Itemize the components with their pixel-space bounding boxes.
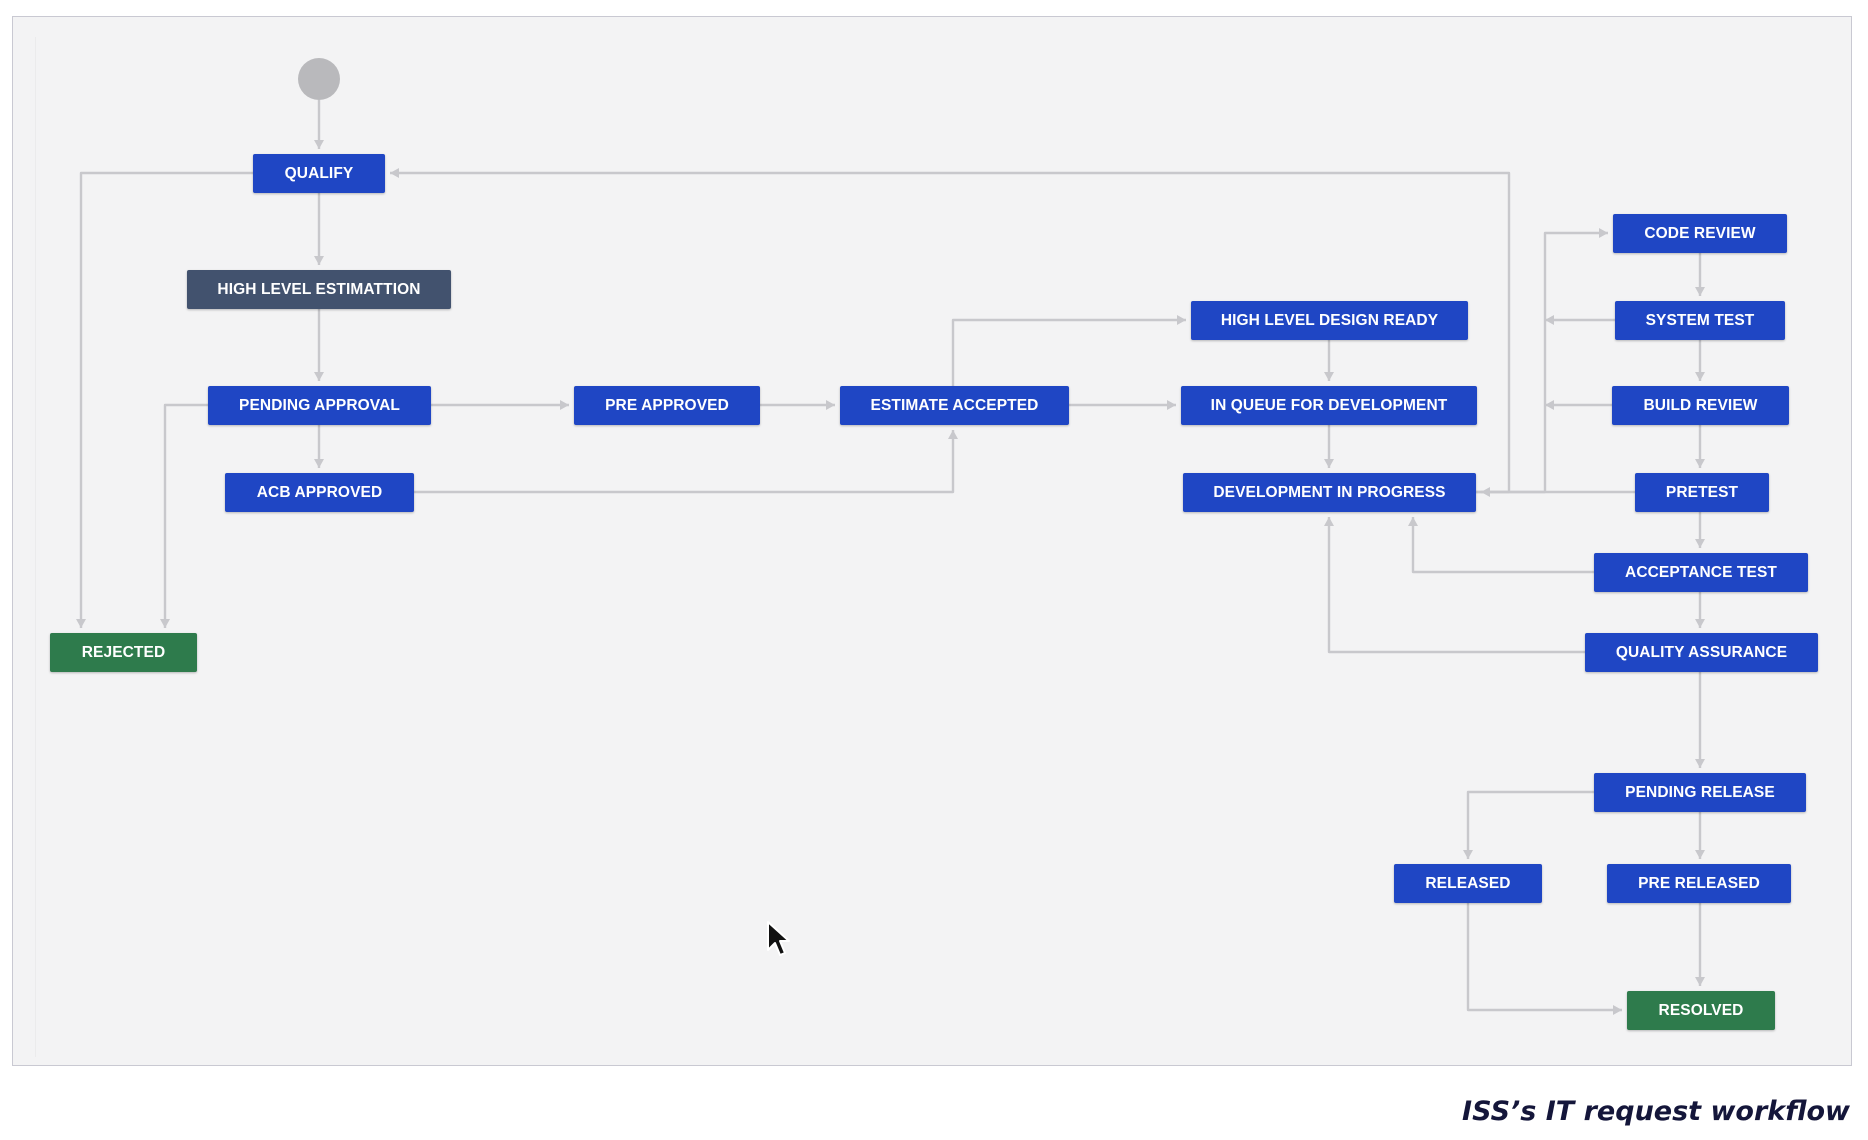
status-estimate-accepted[interactable]: ESTIMATE ACCEPTED xyxy=(840,386,1069,425)
status-system-test[interactable]: SYSTEM TEST xyxy=(1615,301,1785,340)
status-pending-approval[interactable]: PENDING APPROVAL xyxy=(208,386,431,425)
status-high-level-design-ready[interactable]: HIGH LEVEL DESIGN READY xyxy=(1191,301,1468,340)
status-label: HIGH LEVEL DESIGN READY xyxy=(1220,311,1439,329)
status-qualify[interactable]: QUALIFY xyxy=(253,154,385,193)
transition-high-level-estimattion-to-pending-approval xyxy=(314,309,324,381)
workflow-diagram-canvas: QUALIFY HIGH LEVEL ESTIMATTION PENDING APP… xyxy=(12,16,1852,1066)
transition-pending-approval-to-acb-approved xyxy=(314,425,324,468)
transition-system-test-to-development-in-progress xyxy=(1545,315,1615,325)
status-label: REJECTED xyxy=(81,643,166,661)
transition-development-in-progress-to-code-review xyxy=(1476,228,1608,494)
transition-qualify-to-high-level-estimattion xyxy=(314,193,324,265)
start-node xyxy=(298,58,340,100)
transition-start-to-qualify xyxy=(314,100,324,149)
status-quality-assurance[interactable]: QUALITY ASSURANCE xyxy=(1585,633,1818,672)
status-label: ESTIMATE ACCEPTED xyxy=(870,396,1039,414)
transition-pre-approved-to-estimate-accepted xyxy=(760,400,835,410)
status-pre-approved[interactable]: PRE APPROVED xyxy=(574,386,760,425)
transition-quality-assurance-to-pending-release xyxy=(1695,672,1705,768)
transition-estimate-accepted-to-high-level-design-ready xyxy=(951,315,1186,386)
status-label: IN QUEUE FOR DEVELOPMENT xyxy=(1210,396,1448,414)
transition-quality-assurance-to-development-in-progress xyxy=(1324,517,1585,654)
status-released[interactable]: RELEASED xyxy=(1394,864,1542,903)
status-pending-release[interactable]: PENDING RELEASE xyxy=(1594,773,1806,812)
transition-acceptance-test-to-development-in-progress xyxy=(1408,517,1594,574)
transition-pending-release-to-released xyxy=(1463,790,1594,859)
transition-build-review-to-pretest xyxy=(1695,425,1705,468)
status-label: BUILD REVIEW xyxy=(1643,396,1758,414)
status-label: QUALIFY xyxy=(284,164,354,182)
transition-acceptance-test-to-quality-assurance xyxy=(1695,592,1705,628)
transition-released-to-resolved xyxy=(1466,903,1622,1015)
canvas-divider xyxy=(35,37,36,1057)
transition-build-review-to-development-in-progress xyxy=(1545,400,1612,410)
status-label: SYSTEM TEST xyxy=(1645,311,1755,329)
transition-estimate-accepted-to-in-queue-for-development xyxy=(1069,400,1176,410)
transition-qualify-to-rejected xyxy=(76,171,253,628)
transition-pretest-to-development-in-progress xyxy=(1481,487,1635,497)
status-label: ACB APPROVED xyxy=(256,483,383,501)
status-label: RESOLVED xyxy=(1658,1001,1744,1019)
transition-connectors xyxy=(76,100,1705,1015)
transition-pending-approval-to-pre-approved xyxy=(431,400,569,410)
status-label: ACCEPTANCE TEST xyxy=(1625,563,1777,581)
transition-pending-release-to-pre-released xyxy=(1695,812,1705,859)
status-pre-released[interactable]: PRE RELEASED xyxy=(1607,864,1791,903)
status-label: HIGH LEVEL ESTIMATTION xyxy=(217,280,421,298)
status-code-review[interactable]: CODE REVIEW xyxy=(1613,214,1787,253)
status-label: PENDING APPROVAL xyxy=(239,396,400,414)
mouse-pointer-icon xyxy=(767,921,790,956)
transition-pretest-to-acceptance-test xyxy=(1695,512,1705,548)
status-label: CODE REVIEW xyxy=(1644,224,1756,242)
transition-in-queue-for-development-to-development-in-progress xyxy=(1324,425,1334,468)
figure-caption: ISS’s IT request workflow xyxy=(1462,1096,1850,1127)
status-high-level-estimattion[interactable]: HIGH LEVEL ESTIMATTION xyxy=(187,270,451,309)
status-label: RELEASED xyxy=(1425,874,1511,892)
status-label: QUALITY ASSURANCE xyxy=(1615,643,1788,661)
transition-acb-approved-to-estimate-accepted xyxy=(414,430,958,494)
status-label: PENDING RELEASE xyxy=(1625,783,1775,801)
status-resolved[interactable]: RESOLVED xyxy=(1627,991,1775,1030)
status-acceptance-test[interactable]: ACCEPTANCE TEST xyxy=(1594,553,1808,592)
status-build-review[interactable]: BUILD REVIEW xyxy=(1612,386,1789,425)
transition-system-test-to-build-review xyxy=(1695,340,1705,381)
status-acb-approved[interactable]: ACB APPROVED xyxy=(225,473,414,512)
transition-high-level-design-ready-to-in-queue-for-development xyxy=(1324,340,1334,381)
status-label: PRE RELEASED xyxy=(1638,874,1760,892)
status-in-queue-for-development[interactable]: IN QUEUE FOR DEVELOPMENT xyxy=(1181,386,1477,425)
status-label: DEVELOPMENT IN PROGRESS xyxy=(1213,483,1446,501)
transition-code-review-to-system-test xyxy=(1695,253,1705,296)
transition-pre-released-to-resolved xyxy=(1695,903,1705,986)
status-label: PRETEST xyxy=(1665,483,1739,501)
status-development-in-progress[interactable]: DEVELOPMENT IN PROGRESS xyxy=(1183,473,1476,512)
transition-pending-approval-to-rejected xyxy=(160,403,208,628)
status-rejected[interactable]: REJECTED xyxy=(50,633,197,672)
status-pretest[interactable]: PRETEST xyxy=(1635,473,1769,512)
status-label: PRE APPROVED xyxy=(605,396,729,414)
